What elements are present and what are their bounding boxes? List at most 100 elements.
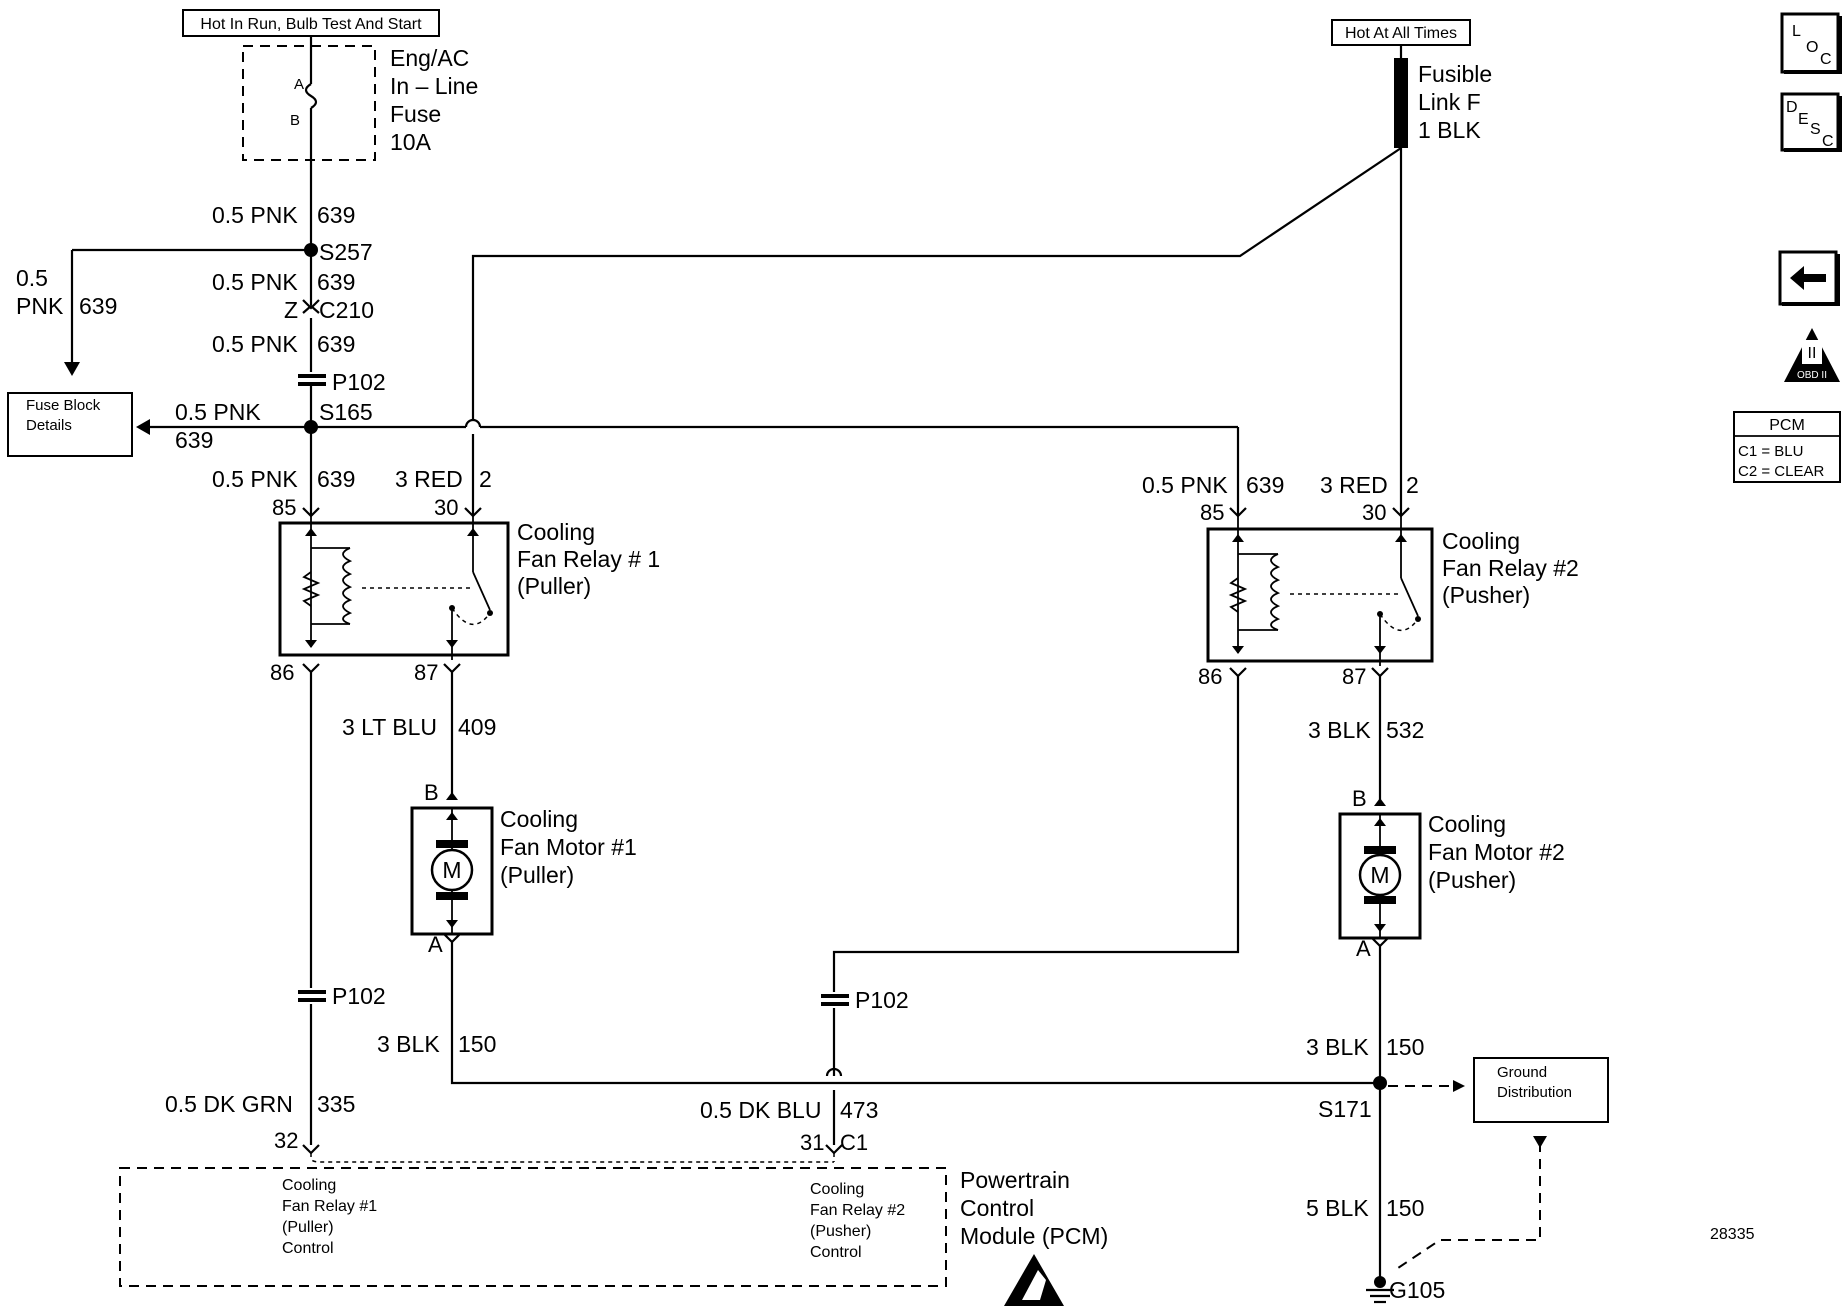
cooling-fan-motor-2: M bbox=[1338, 812, 1422, 948]
wire-mid2-gauge: 0.5 PNK bbox=[212, 331, 298, 357]
fuse-label-2: In – Line bbox=[390, 73, 478, 99]
wire-409-gauge: 3 LT BLU bbox=[342, 714, 437, 740]
relay2-pin-30: 30 bbox=[1362, 500, 1386, 525]
motor2-label-2: Fan Motor #2 bbox=[1428, 839, 1565, 865]
wire-left-gauge-2: PNK bbox=[16, 293, 64, 319]
relay2-30-wire-number: 2 bbox=[1406, 472, 1419, 498]
fusible-label-1: Fusible bbox=[1418, 61, 1492, 87]
obd-ii-label: OBD II bbox=[1797, 370, 1827, 381]
relay1-label-3: (Puller) bbox=[517, 573, 591, 599]
relay1-pin-30: 30 bbox=[434, 495, 458, 520]
pcm-c1-label: C1 bbox=[840, 1130, 868, 1155]
pcm-legend-c1: C1 = BLU bbox=[1738, 443, 1803, 460]
relay2-label-3: (Pusher) bbox=[1442, 582, 1530, 608]
cooling-fan-motor-1: M bbox=[410, 806, 494, 944]
p102-right-label: P102 bbox=[855, 987, 909, 1013]
desc-icon-d: D bbox=[1786, 99, 1798, 116]
pcm-relay1-label-2: Fan Relay #1 bbox=[282, 1198, 377, 1215]
ground-return-wire bbox=[450, 942, 1547, 1304]
wire-5blk-gauge: 5 BLK bbox=[1306, 1195, 1369, 1221]
loc-icon-o: O bbox=[1806, 39, 1818, 56]
pcm-relay1-label-3: (Puller) bbox=[282, 1219, 334, 1236]
motor1-label-1: Cooling bbox=[500, 806, 578, 832]
desc-icon[interactable]: D E S C bbox=[1780, 92, 1842, 152]
branch-to-left bbox=[64, 248, 311, 376]
wire-473-number: 473 bbox=[840, 1097, 878, 1123]
fuse-pin-a: A bbox=[294, 76, 304, 93]
fuse-pin-b: B bbox=[290, 112, 300, 129]
relay2-label-1: Cooling bbox=[1442, 528, 1520, 554]
wire-relay2-86-to-pcm bbox=[821, 676, 1240, 1155]
motor1-pin-b: B bbox=[424, 780, 439, 805]
pcm-relay1-label-4: Control bbox=[282, 1240, 334, 1257]
esd-warning-icon bbox=[1004, 1254, 1064, 1306]
header-hot-at-all-times-text: Hot At All Times bbox=[1345, 25, 1457, 42]
s257-label: S257 bbox=[319, 239, 373, 265]
back-arrow-icon[interactable] bbox=[1778, 250, 1840, 306]
wire-150a-number: 150 bbox=[458, 1031, 496, 1057]
wire-473-gauge: 0.5 DK BLU bbox=[700, 1097, 821, 1123]
wire-532-gauge: 3 BLK bbox=[1308, 717, 1371, 743]
cooling-fan-relay-2 bbox=[1206, 507, 1434, 678]
relay1-85-wire-number: 639 bbox=[317, 466, 355, 492]
pcm-connector-legend: PCM C1 = BLU C2 = CLEAR bbox=[1733, 411, 1841, 483]
eng-ac-inline-fuse: A B Eng/AC In – Line Fuse 10A bbox=[242, 36, 478, 161]
wire-5blk-number: 150 bbox=[1386, 1195, 1424, 1221]
ground-distribution-box: Ground Distribution bbox=[1473, 1057, 1609, 1123]
s171-splice-dot bbox=[1373, 1076, 1387, 1090]
desc-icon-s: S bbox=[1810, 121, 1821, 138]
wire-relay2-to-motor2 bbox=[1374, 676, 1386, 806]
relay1-pin-85: 85 bbox=[272, 495, 296, 520]
relay2-pin-87: 87 bbox=[1342, 664, 1366, 689]
relay2-pin-85: 85 bbox=[1200, 500, 1224, 525]
relay2-85-wire-number: 639 bbox=[1246, 472, 1284, 498]
loc-icon-l: L bbox=[1792, 23, 1801, 40]
fuse-block-label-1: Fuse Block bbox=[26, 397, 101, 414]
pcm-relay2-label-3: (Pusher) bbox=[810, 1223, 871, 1240]
relay1-pin-86: 86 bbox=[270, 660, 294, 685]
relay1-pin-87: 87 bbox=[414, 660, 438, 685]
pcm-pin-32: 32 bbox=[274, 1128, 298, 1153]
wire-top-gauge: 0.5 PNK bbox=[212, 202, 298, 228]
wire-mid2-number: 639 bbox=[317, 331, 355, 357]
motor2-label-3: (Pusher) bbox=[1428, 867, 1516, 893]
fuse-block-label-2: Details bbox=[26, 417, 72, 434]
wire-409-number: 409 bbox=[458, 714, 496, 740]
c210-z-label: Z bbox=[284, 297, 298, 323]
wire-fb-number: 639 bbox=[175, 427, 213, 453]
motor2-pin-b: B bbox=[1352, 786, 1367, 811]
fusible-link-f: Fusible Link F 1 BLK bbox=[1394, 45, 1492, 148]
obd-ii-icon[interactable]: II OBD II bbox=[1784, 328, 1840, 382]
cooling-fan-relay-1 bbox=[278, 507, 510, 674]
header-hot-in-run: Hot In Run, Bulb Test And Start bbox=[182, 9, 440, 37]
c210-label: C210 bbox=[319, 297, 374, 323]
pcm-label-2: Control bbox=[960, 1195, 1034, 1221]
pcm-legend-title: PCM bbox=[1769, 417, 1805, 434]
pcm-legend-c2: C2 = CLEAR bbox=[1738, 463, 1824, 480]
header-hot-in-run-text: Hot In Run, Bulb Test And Start bbox=[200, 16, 422, 33]
s165-label: S165 bbox=[319, 399, 373, 425]
relay1-label-2: Fan Relay # 1 bbox=[517, 546, 660, 572]
loc-icon-c: C bbox=[1820, 51, 1832, 68]
motor2-pin-a: A bbox=[1356, 936, 1371, 961]
fuse-label-1: Eng/AC bbox=[390, 45, 469, 71]
motor1-pin-a: A bbox=[428, 932, 443, 957]
pcm-relay2-label-4: Control bbox=[810, 1244, 862, 1261]
p102-left-label: P102 bbox=[332, 983, 386, 1009]
relay2-85-wire-gauge: 0.5 PNK bbox=[1142, 472, 1228, 498]
loc-icon[interactable]: L O C bbox=[1780, 12, 1842, 74]
relay1-label-1: Cooling bbox=[517, 519, 595, 545]
wire-fusible-to-relays bbox=[471, 147, 1403, 515]
pcm-relay2-label-1: Cooling bbox=[810, 1181, 864, 1198]
desc-icon-e: E bbox=[1798, 111, 1809, 128]
wire-150b-gauge: 3 BLK bbox=[1306, 1034, 1369, 1060]
wire-150a-gauge: 3 BLK bbox=[377, 1031, 440, 1057]
pcm-label-1: Powertrain bbox=[960, 1167, 1070, 1193]
pcm-pin-31: 31 bbox=[800, 1130, 824, 1155]
motor1-label-2: Fan Motor #1 bbox=[500, 834, 637, 860]
pcm-relay2-label-2: Fan Relay #2 bbox=[810, 1202, 905, 1219]
relay1-85-wire-gauge: 0.5 PNK bbox=[212, 466, 298, 492]
wire-relay1-to-motor1 bbox=[446, 672, 458, 800]
fuse-block-details-box: Fuse Block Details bbox=[7, 392, 311, 457]
